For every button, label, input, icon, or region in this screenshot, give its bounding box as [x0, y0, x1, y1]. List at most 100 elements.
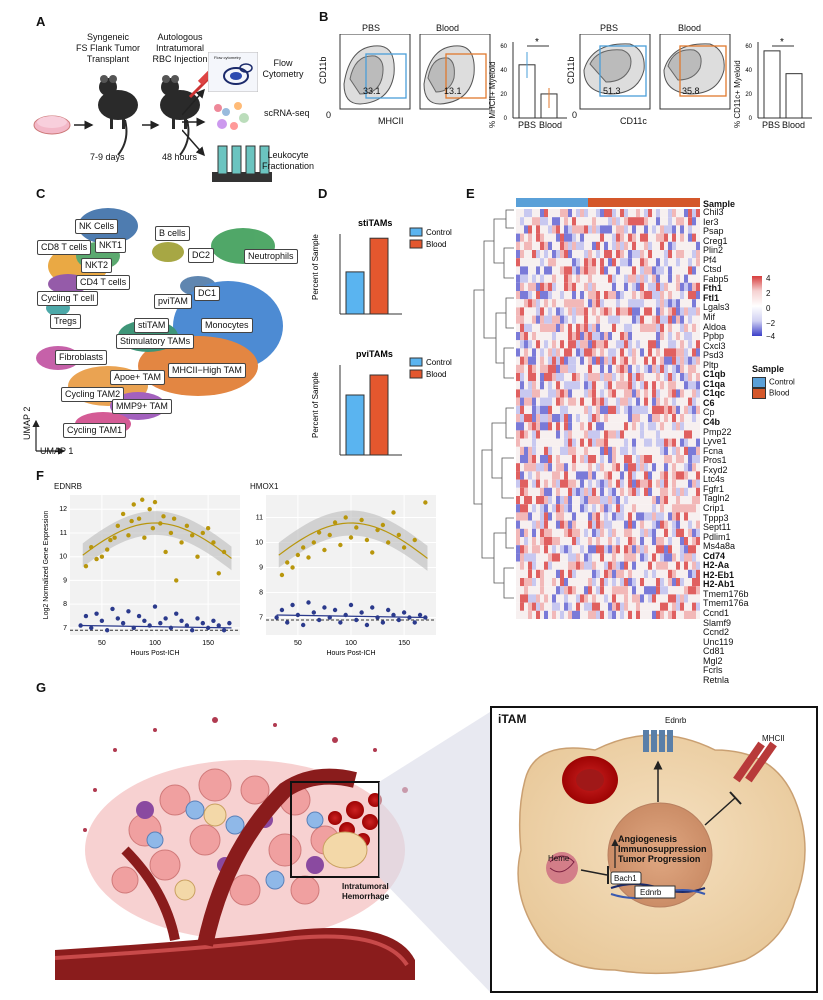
mhcii-pbs-pct: 33.1: [363, 86, 381, 96]
y-axis-label: Log2 Normalized Gene Expression: [43, 511, 50, 620]
scatter-point: [221, 628, 227, 633]
x-tick-label: 50: [98, 640, 106, 647]
scatter-point: [364, 622, 370, 628]
scatter-point: [211, 618, 216, 623]
bar-cd11c-blood: [785, 73, 803, 119]
scatter-point: [179, 618, 184, 623]
scale-tick-neg4: −4: [766, 332, 776, 341]
macrophage-cell: [322, 831, 368, 869]
zero-label-1: 0: [326, 110, 332, 120]
bar2-tick-60: 60: [745, 44, 752, 50]
gene-label: Tagln2: [703, 493, 730, 504]
scatter-point: [385, 607, 391, 613]
gene-label: Aldoa: [703, 321, 727, 332]
e-legend-control-swatch: [752, 377, 766, 388]
gene-label: Ier3: [703, 216, 719, 227]
scatter-point: [300, 545, 306, 550]
scatter-point: [290, 565, 295, 570]
sig-star-1: *: [535, 38, 539, 48]
step-injection-label: Autologous Intratumoral RBC Injection: [152, 32, 208, 64]
d1-legend-blood-swatch: [409, 239, 423, 249]
gene-label: Cp: [703, 407, 715, 418]
flow-cytometry-label: Flow Cytometry: [262, 58, 304, 79]
mhcii-receptor-label: MHCII: [762, 734, 785, 743]
dendrogram: [473, 209, 514, 599]
bach1-box: [610, 871, 642, 885]
scatter-point: [327, 532, 332, 538]
bar2-tick-0: 0: [749, 116, 753, 122]
scatter-point: [227, 620, 232, 626]
heatmap-control-bar: [516, 198, 588, 207]
bar1-tick-20: 20: [500, 92, 507, 98]
scatter-point: [322, 605, 327, 610]
scatter-point: [396, 532, 402, 538]
scatter-point: [205, 526, 211, 531]
scatter-point: [131, 502, 136, 507]
scatter-point: [205, 625, 211, 631]
gene-label: Psd3: [703, 350, 724, 361]
e-legend-blood: Blood: [752, 388, 789, 399]
scatter-point: [147, 623, 152, 628]
gene-label: Ms4a8a: [703, 541, 736, 552]
bar2-pbs-label: PBS: [762, 120, 781, 130]
x-tick-label: 100: [345, 640, 357, 647]
scatter-point: [348, 602, 354, 608]
bar-charts-d: stiTAMs Percent of Sample Control Blood …: [311, 218, 452, 456]
scatter-point: [370, 605, 375, 610]
gene-label: Ltc4s: [703, 474, 725, 485]
gene-label: Pros1: [703, 455, 727, 466]
scatter-point: [120, 511, 126, 517]
gene-label: Tmem176a: [703, 598, 749, 609]
flow-plot-cd11c-pbs: [579, 34, 651, 110]
b-pbs-header-1: PBS: [362, 23, 381, 33]
scatter-point: [161, 514, 166, 519]
step-transplant-label: Syngeneic FS Flank Tumor Transplant: [75, 32, 140, 64]
bar1-ylabel: % MHCII+ Myeloid: [488, 61, 497, 128]
d1-bar-blood: [369, 237, 389, 315]
scale-tick-0: 0: [766, 304, 771, 313]
gene-label: Mgl2: [703, 655, 723, 666]
gene-label: Creg1: [703, 235, 728, 246]
ednrb-gene-box: [634, 885, 676, 899]
gene-label: H2-Eb1: [703, 569, 735, 580]
x-tick-label: 50: [294, 640, 302, 647]
scatter-point: [417, 612, 423, 618]
scatter-point: [99, 554, 105, 559]
scatter-point: [200, 620, 206, 626]
d2-legend-blood-swatch: [409, 369, 423, 379]
bar2-tick-20: 20: [745, 92, 752, 98]
scatter-point: [136, 613, 142, 619]
cluster-nkt2: NKT2: [81, 258, 113, 273]
cluster-stimulatory-tams: Stimulatory TAMs: [116, 334, 195, 349]
gene-label: Fgfr1: [703, 483, 725, 494]
bar-cd11c-pbs: [763, 50, 781, 119]
umap1-label: UMAP 1: [40, 446, 74, 456]
scatter-point: [279, 572, 285, 578]
scale-tick-4: 4: [766, 274, 771, 283]
heme-icon: [546, 852, 578, 884]
bar2-ylabel: % CD11c+ Myeloid: [733, 60, 742, 128]
scatter-point: [396, 617, 402, 623]
cluster-pvitam: pviTAM: [154, 294, 192, 309]
days-label: 7-9 days: [90, 152, 125, 162]
scatter-point: [279, 607, 285, 613]
d1-title: stiTAMs: [358, 218, 392, 228]
scatter-point: [108, 537, 113, 543]
cluster-apoe-tam: Apoe+ TAM: [110, 370, 165, 385]
gene-label: Tmem176b: [703, 588, 749, 599]
gene-label: H2-Aa: [703, 560, 730, 571]
x-axis-label: Hours Post-ICH: [326, 650, 375, 657]
scatter-point: [152, 604, 158, 609]
scatter-point: [99, 618, 105, 623]
bar1-blood-label: Blood: [539, 120, 563, 130]
scatter-point: [195, 554, 200, 559]
scatter-point: [163, 549, 168, 555]
e-legend-blood-swatch: [752, 388, 766, 399]
scatter-point: [195, 616, 200, 621]
scatter-point: [174, 578, 179, 583]
cluster-mhcii-high-tam: MHCII−High TAM: [168, 363, 246, 378]
cluster-cd4-t-cells: CD4 T cells: [76, 275, 131, 290]
scatter-point: [316, 530, 322, 535]
scatter-point: [158, 521, 163, 526]
scatter-point: [104, 628, 110, 633]
